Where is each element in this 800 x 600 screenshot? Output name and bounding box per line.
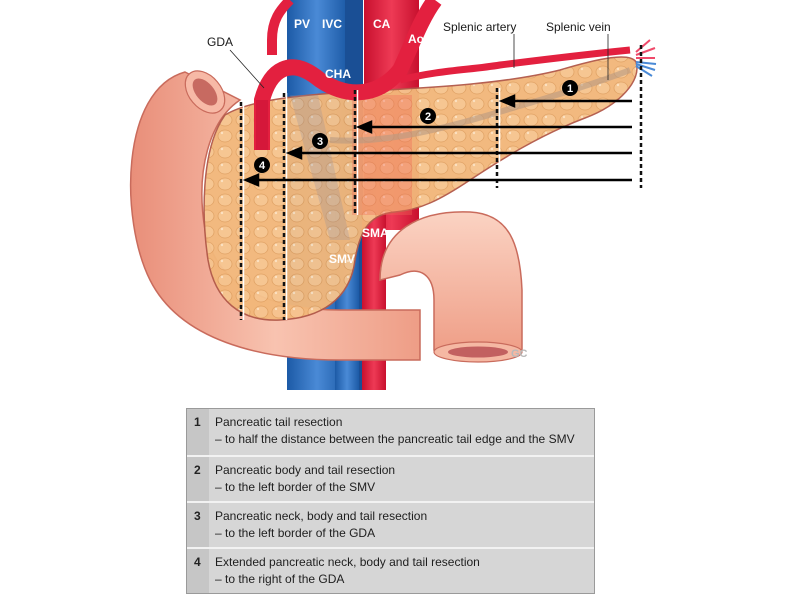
marker-1: 1: [562, 80, 578, 96]
svg-text:3: 3: [317, 136, 323, 148]
label-smv: SMV: [329, 252, 355, 266]
arrow-4: [242, 173, 632, 187]
label-splenic-artery: Splenic artery: [443, 20, 516, 34]
svg-text:1: 1: [567, 83, 573, 95]
legend-number: 3: [187, 503, 209, 547]
legend-detail: – to the left border of the SMV: [215, 480, 376, 494]
marker-2: 2: [420, 108, 436, 124]
legend-row: 3 Pancreatic neck, body and tail resecti…: [187, 501, 594, 547]
splenic-artery-vessel: [399, 46, 631, 84]
label-pv: PV: [294, 17, 310, 31]
pancreas: [203, 56, 638, 321]
arrow-2: [355, 120, 632, 134]
legend-title: Pancreatic body and tail resection: [215, 463, 396, 477]
pancreas-resection-diagram: 1 2 3 4 GDA PV IVC CA Ao CHA Splenic art…: [129, 0, 657, 390]
legend-title: Extended pancreatic neck, body and tail …: [215, 555, 480, 569]
jejunum: [379, 211, 523, 351]
marker-3: 3: [312, 133, 328, 149]
resection-arrows: [242, 94, 632, 187]
label-gc: GC: [511, 348, 528, 360]
arrow-1: [498, 94, 632, 108]
label-gda: GDA: [207, 35, 233, 49]
label-ivc: IVC: [322, 17, 342, 31]
label-ca: CA: [373, 17, 391, 31]
gda-leader: [229, 49, 265, 89]
arrow-3: [285, 146, 632, 160]
legend-number: 4: [187, 549, 209, 593]
duodenum: [129, 71, 421, 361]
label-ao: Ao: [408, 32, 424, 46]
svg-text:4: 4: [259, 160, 266, 172]
legend-title: Pancreatic neck, body and tail resection: [215, 509, 428, 523]
resection-legend-table: 1 Pancreatic tail resection – to half th…: [186, 408, 595, 594]
legend-number: 2: [187, 457, 209, 501]
svg-text:2: 2: [425, 111, 431, 123]
splenic-vein: [329, 67, 632, 144]
legend-detail: – to the left border of the GDA: [215, 526, 376, 540]
label-sma: SMA: [362, 226, 389, 240]
legend-number: 1: [187, 409, 209, 455]
legend-row: 1 Pancreatic tail resection – to half th…: [187, 409, 594, 455]
legend-row: 2 Pancreatic body and tail resection – t…: [187, 455, 594, 501]
label-cha: CHA: [325, 67, 351, 81]
legend-title: Pancreatic tail resection: [215, 415, 343, 429]
legend-row: 4 Extended pancreatic neck, body and tai…: [187, 547, 594, 593]
legend-detail: – to half the distance between the pancr…: [215, 432, 575, 446]
cut-lines: [239, 45, 643, 320]
label-splenic-vein: Splenic vein: [546, 20, 611, 34]
legend-detail: – to the right of the GDA: [215, 572, 345, 586]
marker-4: 4: [254, 157, 270, 173]
artery-branch: [267, 0, 294, 55]
